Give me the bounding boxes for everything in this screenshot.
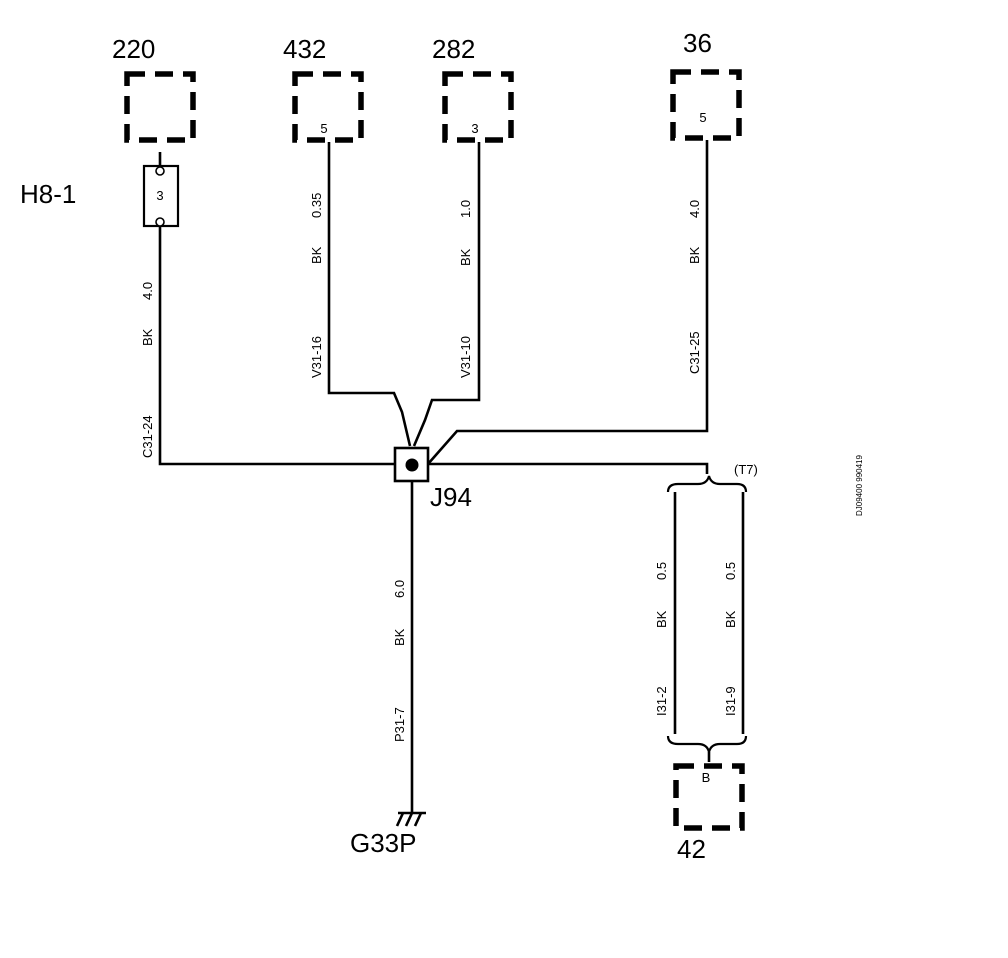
ground-tick-3 bbox=[413, 812, 423, 827]
wire-v31-16-id: V31-16 bbox=[309, 336, 324, 378]
splice-label: J94 bbox=[430, 482, 472, 512]
fuse-terminal-bottom bbox=[155, 217, 165, 227]
component-432: 432 5 bbox=[283, 34, 364, 143]
wire-c31-24-color: BK bbox=[140, 328, 155, 346]
wire-c31-25-size: 4.0 bbox=[687, 200, 702, 218]
ground-tick-2 bbox=[404, 812, 414, 827]
wire-labels: 4.0 BK C31-24 0.35 BK V31-16 1.0 BK V31-… bbox=[140, 193, 738, 742]
wire-to-twisted-pair bbox=[412, 462, 709, 474]
wire-v31-10 bbox=[412, 142, 481, 447]
wire-c31-24-size: 4.0 bbox=[140, 282, 155, 300]
component-42-pin: B bbox=[702, 770, 711, 785]
wire-p31-7-size: 6.0 bbox=[392, 580, 407, 598]
component-220: 220 bbox=[112, 34, 196, 143]
twisted-pair-label: (T7) bbox=[734, 462, 758, 477]
ground-label: G33P bbox=[350, 828, 417, 858]
wire-p31-7-color: BK bbox=[392, 628, 407, 646]
figure-code: DJ09400 990419 bbox=[855, 455, 864, 516]
wires bbox=[158, 140, 709, 812]
wire-v31-16-size: 0.35 bbox=[309, 193, 324, 218]
fuse-h8-1: 3 H8-1 bbox=[20, 152, 180, 228]
wire-c31-24-id: C31-24 bbox=[140, 415, 155, 458]
component-282-pin: 3 bbox=[471, 121, 478, 136]
splice-dot bbox=[405, 458, 419, 472]
connector-box-282 bbox=[442, 71, 514, 143]
connector-box-42 bbox=[673, 763, 745, 831]
wire-v31-10-size: 1.0 bbox=[458, 200, 473, 218]
wire-v31-16 bbox=[327, 142, 412, 447]
wire-i31-2-id: I31-2 bbox=[654, 686, 669, 716]
component-282: 282 3 bbox=[432, 34, 514, 143]
wire-i31-2-color: BK bbox=[654, 610, 669, 628]
twisted-pair-top-bracket bbox=[666, 475, 748, 493]
wire-i31-9-color: BK bbox=[723, 610, 738, 628]
wire-v31-16-color: BK bbox=[309, 246, 324, 264]
wire-v31-10-color: BK bbox=[458, 248, 473, 266]
splice-j94: J94 bbox=[393, 446, 472, 512]
component-432-pin: 5 bbox=[320, 121, 327, 136]
component-220-label: 220 bbox=[112, 34, 155, 64]
connector-box-36 bbox=[670, 69, 742, 141]
component-432-label: 432 bbox=[283, 34, 326, 64]
fuse-terminal-top bbox=[155, 166, 165, 176]
component-42: B 42 bbox=[673, 763, 745, 864]
component-282-label: 282 bbox=[432, 34, 475, 64]
wire-c31-25 bbox=[427, 140, 709, 465]
fuse-label: H8-1 bbox=[20, 179, 76, 209]
fuse-pin: 3 bbox=[156, 188, 163, 203]
component-36-pin: 5 bbox=[699, 110, 706, 125]
wire-c31-24 bbox=[158, 227, 412, 466]
wire-c31-25-id: C31-25 bbox=[687, 331, 702, 374]
wire-i31-9-id: I31-9 bbox=[723, 686, 738, 716]
component-36: 36 5 bbox=[670, 28, 742, 141]
wire-v31-10-id: V31-10 bbox=[458, 336, 473, 378]
twisted-pair-bottom-bracket bbox=[666, 735, 748, 753]
connector-box-432 bbox=[292, 71, 364, 143]
wire-i31-2-size: 0.5 bbox=[654, 562, 669, 580]
ground-g33p: G33P bbox=[350, 811, 426, 858]
wire-i31-9-size: 0.5 bbox=[723, 562, 738, 580]
wire-p31-7-id: P31-7 bbox=[392, 707, 407, 742]
component-42-label: 42 bbox=[677, 834, 706, 864]
component-36-label: 36 bbox=[683, 28, 712, 58]
connector-box-220 bbox=[124, 71, 196, 143]
wire-c31-25-color: BK bbox=[687, 246, 702, 264]
ground-tick-1 bbox=[395, 812, 405, 827]
fuse-body bbox=[142, 164, 180, 228]
twisted-pair-t7: (T7) bbox=[666, 462, 758, 762]
